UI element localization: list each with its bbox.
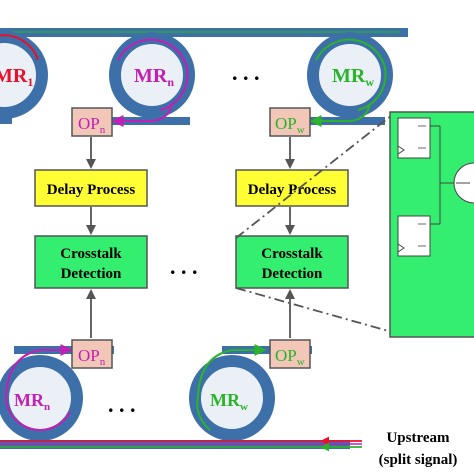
bottom-port-w-label: OPw [275,346,305,368]
crosstalk-left-line1: Crosstalk [60,246,122,262]
bottom-port-n [71,339,113,369]
top-ring-n-label: MRn [134,65,174,89]
top-ring-ellipsis: . . . [232,60,260,85]
bottom-drop-waveguide-w [222,346,312,354]
top-ring-n [109,32,195,118]
bottom-port-n-label: OPn [78,346,106,368]
delay-process-right [235,169,349,207]
top-port-w [269,107,311,137]
detail-panel [389,111,474,338]
top-port-w-label: OPw [275,114,305,136]
bottom-ring-w-label: MRw [210,390,248,413]
bottom-ring-n [0,349,83,441]
bottom-ring-n-label: MRn [14,390,50,413]
delay-process-right-label: Delay Process [248,182,337,198]
top-ring-w-label: MRw [332,65,374,89]
crosstalk-right-line1: Crosstalk [261,246,323,262]
top-ring-w [307,32,393,118]
crosstalk-ellipsis: . . . [170,254,198,279]
top-port-n [71,107,113,137]
top-port-n-label: OPn [78,114,106,136]
delay-process-left [34,169,148,207]
crosstalk-detection-right [235,235,349,289]
flip-flop-icon [397,215,431,257]
crosstalk-right-line2: Detection [262,266,323,282]
flip-flop-icon [397,117,431,159]
zoom-line-bottom [235,287,393,333]
crosstalk-left-line2: Detection [61,266,122,282]
crosstalk-detection-left [34,235,148,289]
delay-process-left-label: Delay Process [47,182,136,198]
top-drop-signal-n [111,103,173,127]
bottom-port-w [269,339,311,369]
zoom-line-top [235,114,393,239]
upstream-sublabel: (split signal) [379,452,458,468]
top-ring-1-label: MR1 [0,65,33,89]
top-ring-1 [0,31,48,124]
bottom-ring-ellipsis: . . . [108,392,136,417]
bottom-ring-w [189,349,275,441]
top-drop-signal-w [309,103,371,127]
upstream-label: Upstream [386,430,450,446]
